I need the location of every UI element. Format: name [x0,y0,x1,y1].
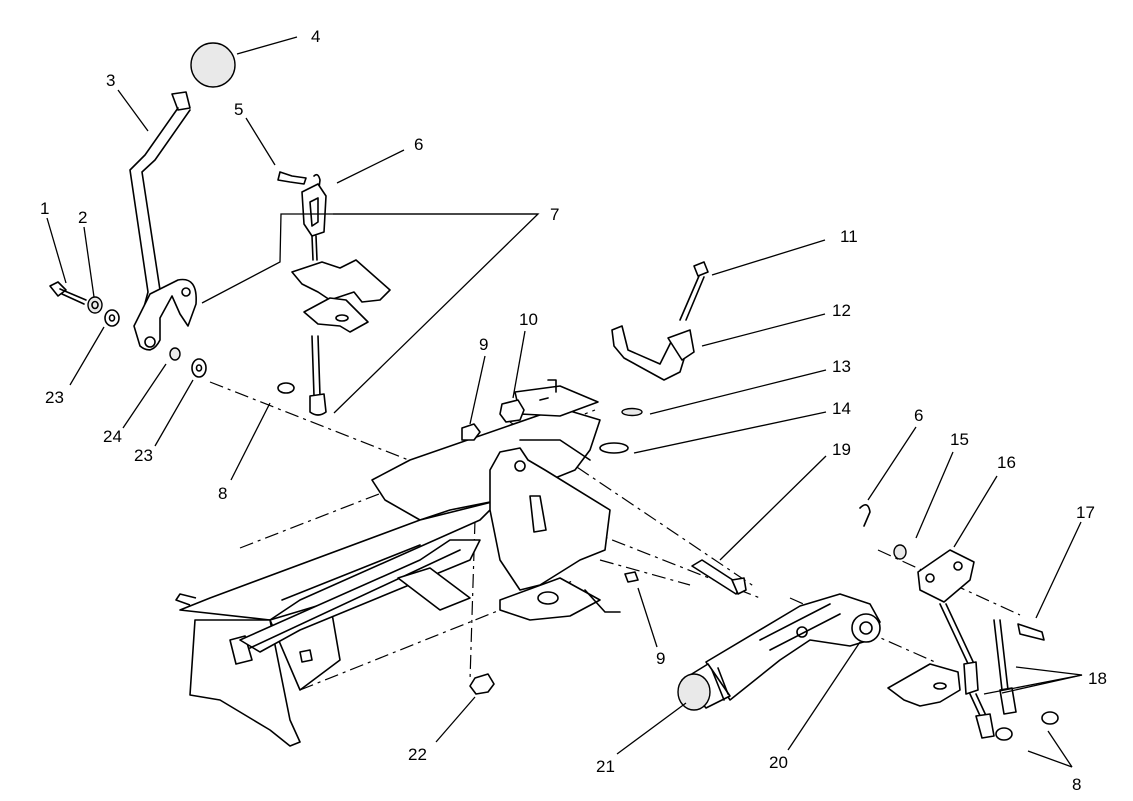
callout-7: 7 [550,205,559,224]
callout-11: 11 [840,227,858,246]
callout-9-top: 9 [479,335,488,354]
callout-8-left: 8 [218,484,227,503]
pivot-hardware [49,281,207,378]
clevis-linkage [277,171,391,416]
callout-20: 20 [769,753,788,772]
upper-bracket-hardware [599,261,747,595]
callout-4: 4 [311,27,320,46]
brake-handle [677,593,881,711]
callout-22: 22 [408,745,427,764]
callout-12: 12 [832,301,851,320]
callout-2: 2 [78,208,87,227]
callout-6-right: 6 [914,406,923,425]
callout-10: 10 [519,310,538,329]
callout-23-bottom: 23 [134,446,153,465]
shift-lever [129,42,236,351]
callout-16: 16 [997,453,1016,472]
lever-knob [190,42,236,88]
callout-5: 5 [234,100,243,119]
callout-8-right: 8 [1072,775,1081,794]
callout-18: 18 [1088,669,1107,688]
leader-lines [46,36,1083,768]
callout-3: 3 [106,71,115,90]
right-linkage [859,504,1059,741]
small-hardware [461,399,639,695]
callout-labels: 1 2 3 4 5 6 7 8 9 10 11 12 13 14 19 6 15… [40,27,1107,794]
callout-17: 17 [1076,503,1095,522]
callout-13: 13 [832,357,851,376]
callout-23-top: 23 [45,388,64,407]
callout-19: 19 [832,440,851,459]
callout-9-bottom: 9 [656,649,665,668]
callout-21: 21 [596,757,615,776]
callout-1: 1 [40,199,49,218]
callout-24: 24 [103,427,122,446]
frame-bracket [175,379,621,747]
callout-14: 14 [832,399,851,418]
callout-15: 15 [950,430,969,449]
callout-6-top: 6 [414,135,423,154]
